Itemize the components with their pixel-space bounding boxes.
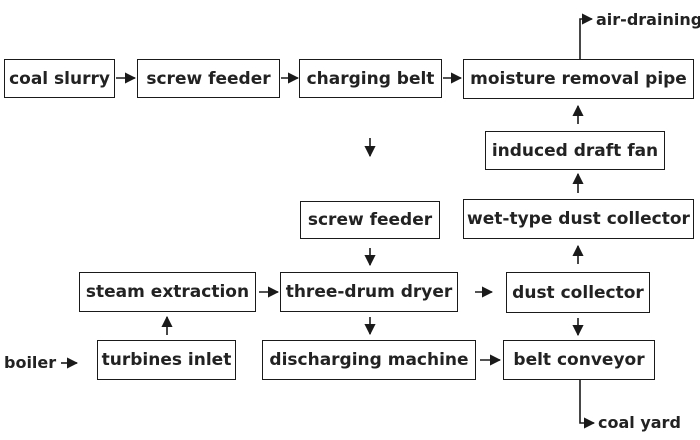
box-coal-slurry: coal slurry [4,59,115,98]
box-screw-feeder-top: screw feeder [137,59,280,98]
box-discharging-machine: discharging machine [262,340,476,380]
box-turbines-inlet: turbines inlet [97,340,236,380]
arrow-air-draining [579,13,594,60]
label-air-draining: air-draining [596,10,700,29]
box-induced-draft-fan: induced draft fan [485,131,665,170]
box-charging-belt: charging belt [299,59,442,98]
label-coal-yard: coal yard [598,413,681,432]
box-moisture-removal-pipe: moisture removal pipe [463,59,694,99]
arrow-coal-yard [579,380,596,429]
box-steam-extraction: steam extraction [79,272,256,312]
box-screw-feeder-mid: screw feeder [300,201,440,239]
box-dust-collector: dust collector [506,272,650,313]
box-three-drum-dryer: three-drum dryer [280,272,458,312]
label-boiler: boiler [4,353,57,372]
box-wet-type-dust-collector: wet-type dust collector [463,199,694,239]
box-belt-conveyor: belt conveyor [503,340,655,380]
